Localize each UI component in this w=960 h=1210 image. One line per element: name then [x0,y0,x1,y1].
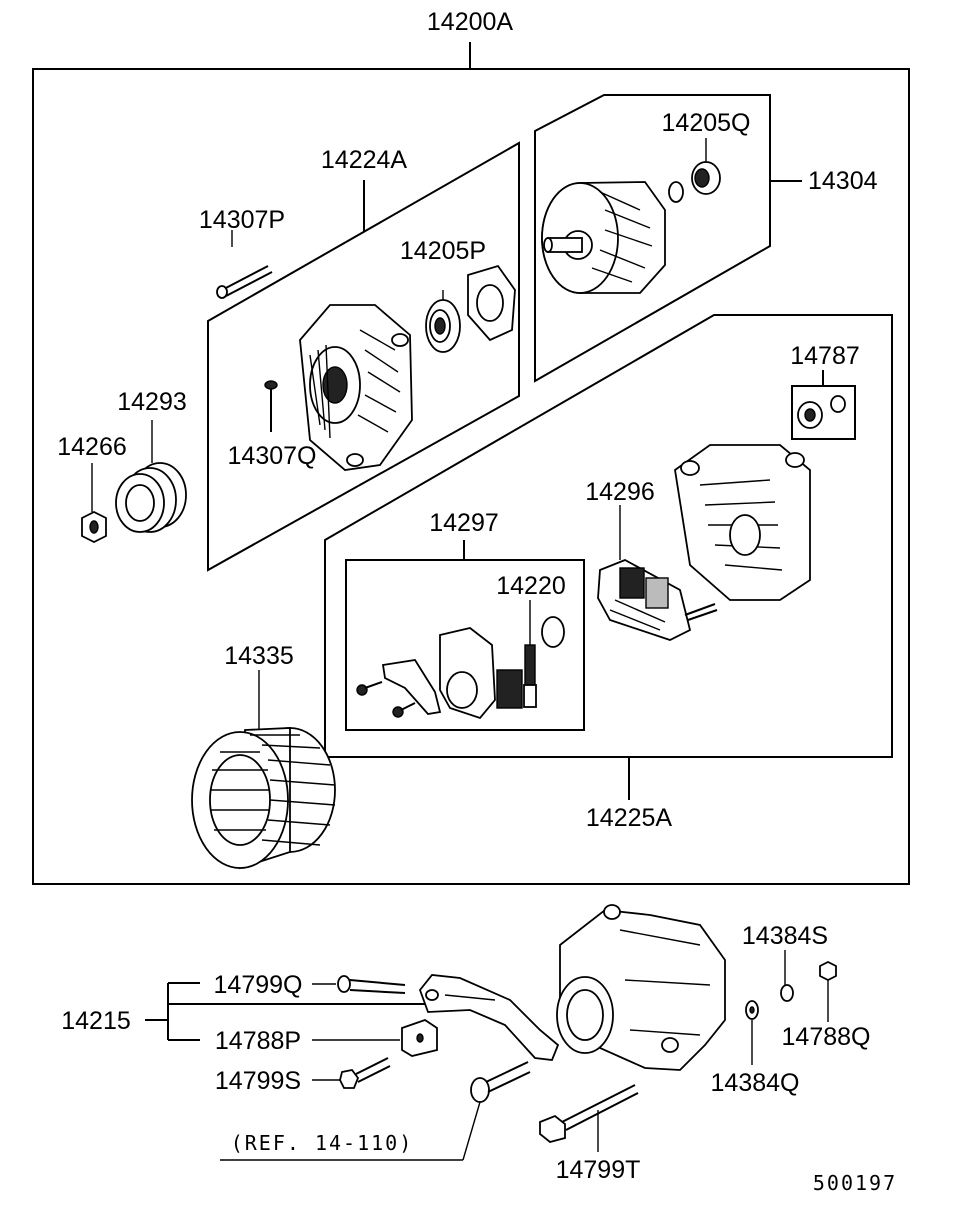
label-rear-bracket-assy: 14225A [586,804,673,832]
front-bracket-part [299,304,413,471]
rotor-part [541,181,666,294]
regulator-part [356,627,523,720]
label-through-bolt: 14307P [199,206,285,234]
label-screw: 14307Q [228,442,317,470]
through-bolt-part [216,230,273,299]
alternator-body-part [556,904,726,1071]
label-stator: 14335 [224,642,294,670]
label-terminal-kit: 14787 [790,342,860,370]
brace-bolt-lower-part [312,1057,391,1089]
label-assembly: 14200A [427,8,514,36]
label-rotor-bearing: 14205Q [662,109,751,137]
rotor-bearing-part [668,138,721,203]
terminal-kit-box [791,370,856,440]
regulator-box [345,540,585,731]
label-reference: (REF. 14-110) [231,1131,414,1155]
screw-part [264,380,278,432]
label-rotor: 14304 [808,167,878,195]
labels: 14200A 14224A 14307P 14205P 14307Q 14205… [57,8,897,1195]
brace-bolt-part [312,975,406,994]
front-bracket-panel [207,141,520,572]
label-brush: 14220 [496,572,566,600]
assembly-frame [32,42,910,885]
label-rectifier: 14296 [585,478,655,506]
label-mount-bolt: 14799T [556,1156,641,1184]
label-washer: 14384Q [711,1069,800,1097]
rear-bracket-panel [324,314,893,800]
washer-spring-part [780,950,794,1002]
pulley-nut-part [81,463,107,544]
washer-part [745,1000,759,1065]
label-pulley-nut: 14266 [57,433,127,461]
label-rear-bearing-front: 14205P [400,237,486,265]
brush-part [523,600,565,708]
label-washer-spring: 14384S [742,922,828,950]
brace-plate-part [418,974,560,1061]
rear-bracket-part [674,444,811,601]
label-diagram-number: 500197 [813,1171,897,1195]
label-pulley: 14293 [117,388,187,416]
label-nut: 14788Q [782,1023,871,1051]
label-brace-block: 14788P [215,1027,301,1055]
label-regulator-assy: 14297 [429,509,499,537]
pulley-part [115,420,187,533]
label-brace-bolt-lower: 14799S [215,1067,301,1095]
stator-part [191,670,336,870]
front-bearing-part [425,264,516,353]
label-brace-assy: 14215 [61,1007,131,1035]
label-front-bracket-assy: 14224A [321,146,408,174]
rectifier-part [597,505,718,641]
brace-block-part [312,1019,438,1057]
reference-bolt-part [220,1061,531,1161]
nut-part [819,960,837,1022]
brace-assy-bracket [145,982,430,1041]
label-brace-bolt: 14799Q [214,971,303,999]
rotor-panel [534,94,802,383]
terminal-kit-part [797,395,846,429]
mount-bolt-part [539,1084,639,1152]
